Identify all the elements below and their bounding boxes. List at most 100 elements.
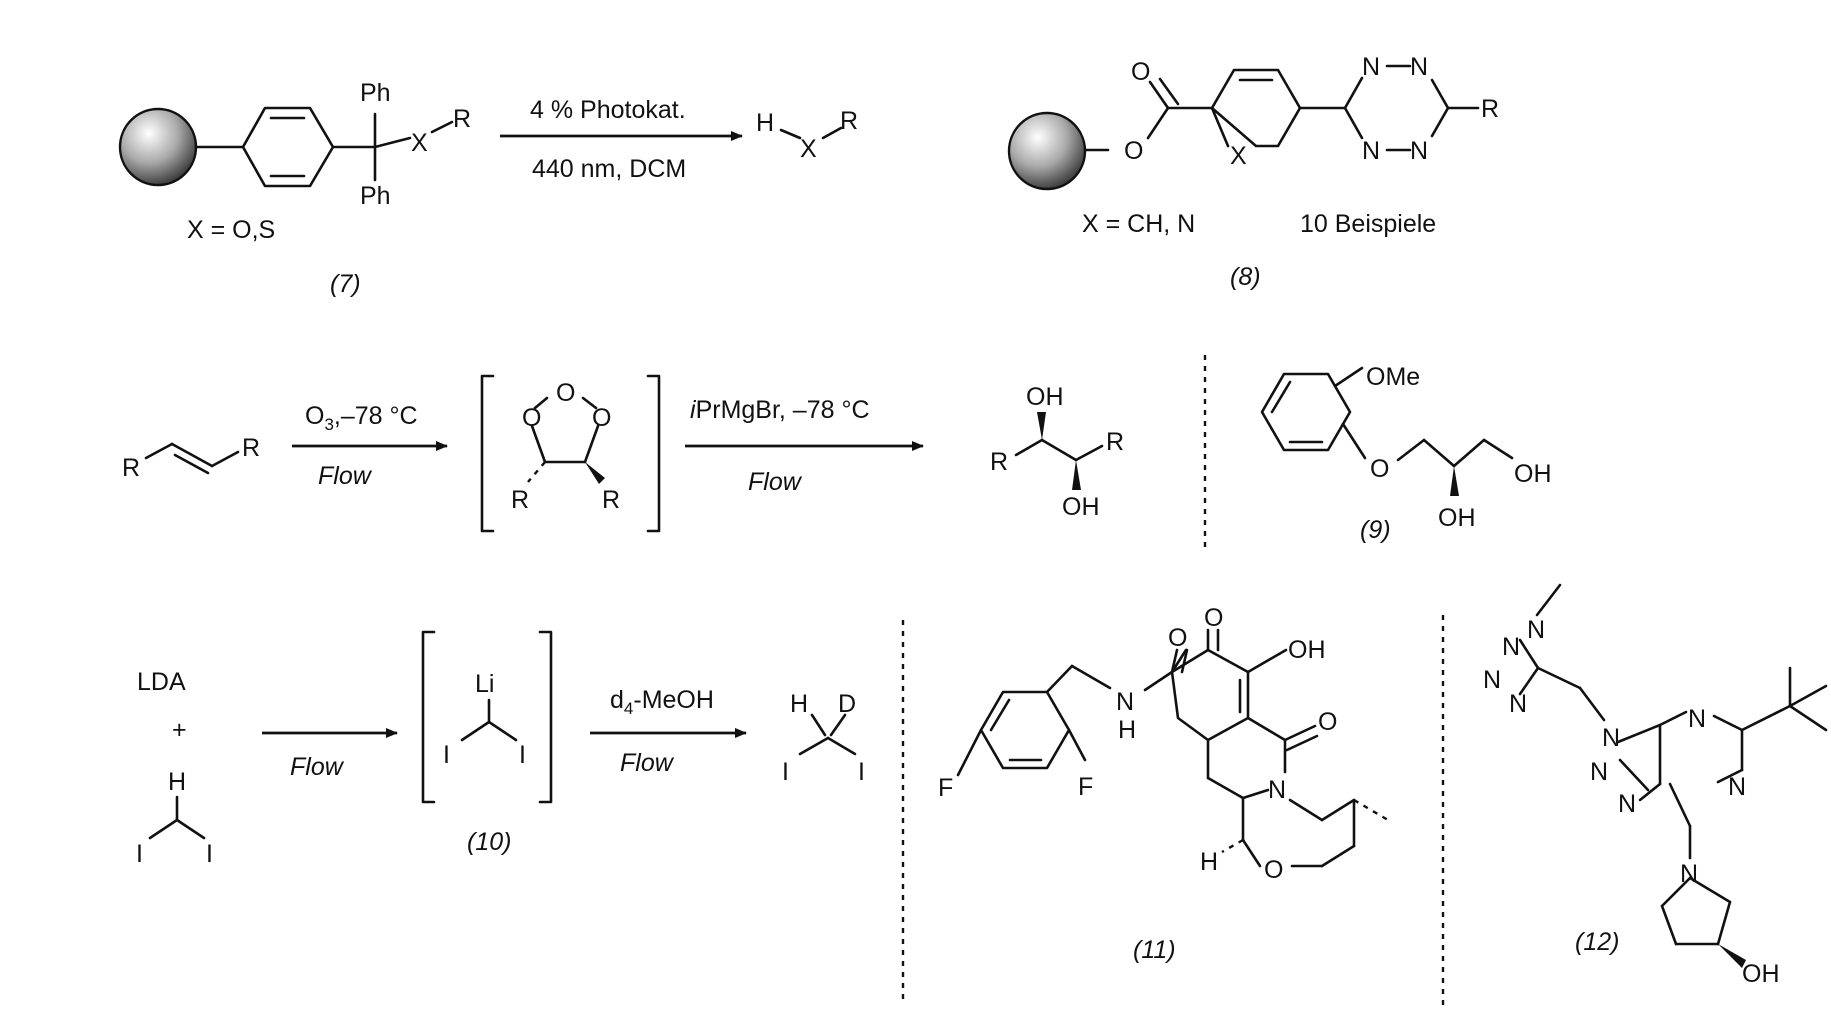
chdi2-h: H bbox=[790, 690, 808, 718]
x-atom-label: X bbox=[411, 129, 428, 157]
chdi2-i1: I bbox=[782, 758, 789, 786]
carbenoid-bonds bbox=[460, 698, 518, 742]
tetrazine-r: R bbox=[1481, 95, 1499, 123]
tetrazine-n2: N bbox=[1410, 53, 1428, 81]
diiodomethane-bonds bbox=[148, 795, 206, 840]
compound-11-bonds bbox=[956, 628, 1389, 868]
reagent-d4-meoh: d4-MeOH bbox=[610, 686, 714, 718]
flow-label-4: Flow bbox=[620, 749, 675, 777]
chdi2-bonds bbox=[798, 713, 857, 756]
ch2i2-h: H bbox=[168, 768, 186, 796]
compound-12: N N N N N N N N N N OH (12) bbox=[1483, 583, 1828, 988]
compound-7-bonds bbox=[194, 106, 454, 188]
ph-bottom-label: Ph bbox=[360, 182, 391, 210]
tetrazole-n4: N bbox=[1509, 690, 1527, 718]
product-h-label: H bbox=[756, 109, 774, 137]
tetrazole-n2: N bbox=[1502, 633, 1520, 661]
reagent-iprmgbr: iPrMgBr, –78 °C bbox=[690, 396, 870, 424]
resin-bead-7 bbox=[118, 107, 198, 187]
triazole-n3: N bbox=[1618, 790, 1636, 818]
flow-label-3: Flow bbox=[290, 753, 345, 781]
condition-top-7: 4 % Photokat. bbox=[530, 96, 686, 124]
compound-8-bonds bbox=[1083, 64, 1480, 152]
ozonide-bonds bbox=[527, 396, 605, 484]
compound-9-bonds bbox=[1260, 366, 1514, 496]
compound-label-8: (8) bbox=[1230, 263, 1261, 291]
compound-9: OMe O OH OH (9) bbox=[1260, 363, 1552, 544]
ester-o-8: O bbox=[1124, 137, 1143, 165]
ozonide-o-top: O bbox=[556, 379, 575, 407]
hydroxy-oh: OH bbox=[1288, 636, 1326, 664]
flow-label-1: Flow bbox=[318, 462, 373, 490]
alkene-bonds bbox=[144, 442, 240, 475]
triazole-n1: N bbox=[1602, 724, 1620, 752]
flow-label-2: Flow bbox=[748, 468, 803, 496]
stereo-h: H bbox=[1200, 848, 1218, 876]
x-definition-7: X = O,S bbox=[187, 216, 275, 244]
pyrrolidine-oh: OH bbox=[1742, 960, 1780, 988]
ome-label: OMe bbox=[1366, 363, 1420, 391]
diol-bonds bbox=[1014, 412, 1104, 490]
diol-oh-top: OH bbox=[1026, 383, 1064, 411]
compound-label-12: (12) bbox=[1575, 928, 1619, 956]
compound-label-7: (7) bbox=[330, 270, 361, 298]
pyridone-n: N bbox=[1268, 776, 1286, 804]
tetrazine-n1: N bbox=[1362, 53, 1380, 81]
lda-label: LDA bbox=[137, 668, 186, 696]
ph-top-label: Ph bbox=[360, 79, 391, 107]
compound-11: F F N H O O OH O N N H O (11) bbox=[938, 604, 1389, 964]
condition-bottom-7: 440 nm, DCM bbox=[532, 155, 686, 183]
bracket-10-right bbox=[538, 630, 553, 804]
carbenoid-i1: I bbox=[443, 741, 450, 769]
oh-secondary-label: OH bbox=[1438, 504, 1476, 532]
tetrazine-n3: N bbox=[1362, 137, 1380, 165]
carbenoid-i2: I bbox=[519, 741, 526, 769]
scheme-7: Ph Ph X R X = O,S (7) 4 % Photokat. 440 … bbox=[118, 79, 858, 298]
triazole-n2: N bbox=[1590, 758, 1608, 786]
carbonyl-o-8: O bbox=[1131, 58, 1150, 86]
reagent-o3: O3,–78 °C bbox=[305, 402, 418, 434]
fluorine-1: F bbox=[938, 774, 953, 802]
bracket-right bbox=[646, 374, 661, 533]
alkene-r1: R bbox=[122, 454, 140, 482]
compound-12-bonds bbox=[1518, 583, 1828, 968]
x-definition-8: X = CH, N bbox=[1082, 210, 1195, 238]
ring-x-8: X bbox=[1230, 142, 1247, 170]
scheme-8: O O X N N N N R X = CH, N 10 Beispiele (… bbox=[1007, 53, 1499, 291]
amide-n: N bbox=[1116, 688, 1134, 716]
compound-label-9: (9) bbox=[1360, 516, 1391, 544]
ozonide-o-right: O bbox=[592, 404, 611, 432]
oh-primary-label: OH bbox=[1514, 460, 1552, 488]
diol-r-left: R bbox=[990, 448, 1008, 476]
bracket-left bbox=[480, 374, 495, 533]
tetrazine-n4: N bbox=[1410, 137, 1428, 165]
carbenoid-li: Li bbox=[475, 670, 494, 698]
examples-count-8: 10 Beispiele bbox=[1300, 210, 1436, 238]
chdi2-d: D bbox=[838, 690, 856, 718]
ether-o-label: O bbox=[1370, 455, 1389, 483]
compound-label-10: (10) bbox=[467, 828, 511, 856]
diol-r-right: R bbox=[1106, 428, 1124, 456]
pyrrolidine-n: N bbox=[1680, 860, 1698, 888]
ch2i2-i2: I bbox=[206, 840, 213, 868]
pyrimidine-n2: N bbox=[1728, 773, 1746, 801]
lactam-o: O bbox=[1318, 708, 1337, 736]
tetrazole-n3: N bbox=[1483, 666, 1501, 694]
scheme-10: LDA + H I I Flow Li I I (10) d4-MeOH Flo… bbox=[136, 630, 865, 868]
chdi2-i2: I bbox=[858, 758, 865, 786]
compound-label-11: (11) bbox=[1133, 936, 1176, 964]
fluorine-2: F bbox=[1078, 773, 1093, 801]
alkene-r2: R bbox=[242, 434, 260, 462]
amide-h: H bbox=[1118, 716, 1136, 744]
resin-bead-8 bbox=[1007, 111, 1087, 191]
ozonide-r-left: R bbox=[511, 486, 529, 514]
oxazine-o: O bbox=[1264, 856, 1283, 884]
ch2i2-i1: I bbox=[136, 840, 143, 868]
r-atom-label: R bbox=[453, 105, 471, 133]
ozonide-r-right: R bbox=[602, 486, 620, 514]
ozonolysis-scheme: R R O3,–78 °C Flow O O O R R iPrMgBr, –7… bbox=[122, 374, 1124, 533]
ketone-o: O bbox=[1204, 604, 1223, 632]
bracket-10-left bbox=[421, 630, 436, 804]
oxazine-n: N bbox=[1282, 776, 1300, 804]
